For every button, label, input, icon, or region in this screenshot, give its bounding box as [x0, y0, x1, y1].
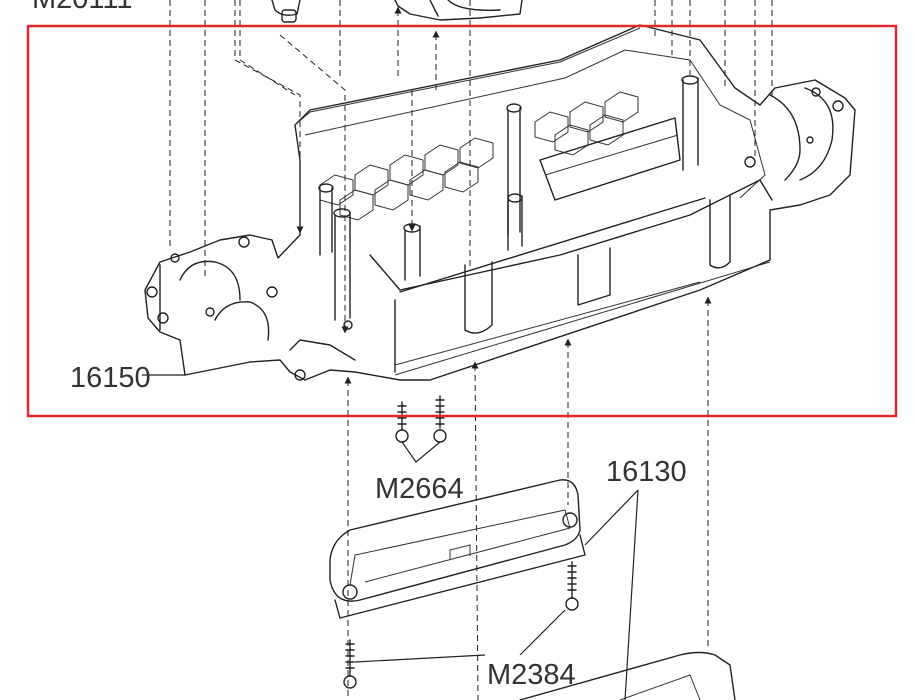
rear-bulkhead-right: [744, 87, 844, 181]
chassis-bottom-edge: [394, 261, 771, 376]
strap-lower-part: [519, 651, 736, 700]
label-m2664: M2664: [375, 473, 464, 505]
strap-upper-notch: [449, 544, 471, 560]
strap-upper-hole-left: [342, 584, 358, 600]
leader-16130: [584, 489, 639, 700]
top-screw-part: [271, 0, 301, 23]
chassis-outer-outline: [144, 24, 856, 381]
screw-m2664-right: [433, 395, 447, 443]
label-m20111-clipped: M20111: [32, 0, 133, 15]
battery-tray: [539, 117, 681, 201]
strap-lower-inner: [619, 674, 701, 700]
main-chassis-16150: [144, 24, 856, 381]
guide-lines: [169, 0, 773, 700]
top-servo-part: [394, 0, 523, 21]
label-m2384: M2384: [487, 659, 576, 691]
strap-lower-edge: [334, 534, 586, 619]
screw-m2384-right: [565, 561, 579, 611]
chassis-front-wall: [369, 179, 773, 291]
strap-upper-outline: [329, 479, 581, 602]
chassis-inner-rim: [304, 49, 766, 199]
screw-m2384-left: [343, 639, 357, 689]
chassis-front-lower: [394, 197, 706, 373]
chassis-screws-m2664: [395, 395, 447, 463]
chassis-highlight-box: [26, 24, 898, 418]
battery-strap-16130: [329, 479, 736, 700]
chassis-posts: [318, 75, 731, 334]
strap-upper-inner: [349, 509, 571, 586]
strap-screws-m2384: [343, 561, 579, 689]
front-bulkhead-left: [146, 236, 356, 381]
leader-m2664: [401, 441, 441, 463]
strap-upper-hole-right: [562, 512, 578, 528]
top-parts-group: [271, 0, 523, 23]
label-16150: 16150: [70, 362, 151, 394]
leader-m2384: [354, 609, 566, 663]
label-16130: 16130: [606, 456, 687, 488]
chassis-top-rim: [294, 27, 641, 126]
screw-m2664-left: [395, 401, 409, 443]
honeycomb-grid: [319, 91, 639, 221]
